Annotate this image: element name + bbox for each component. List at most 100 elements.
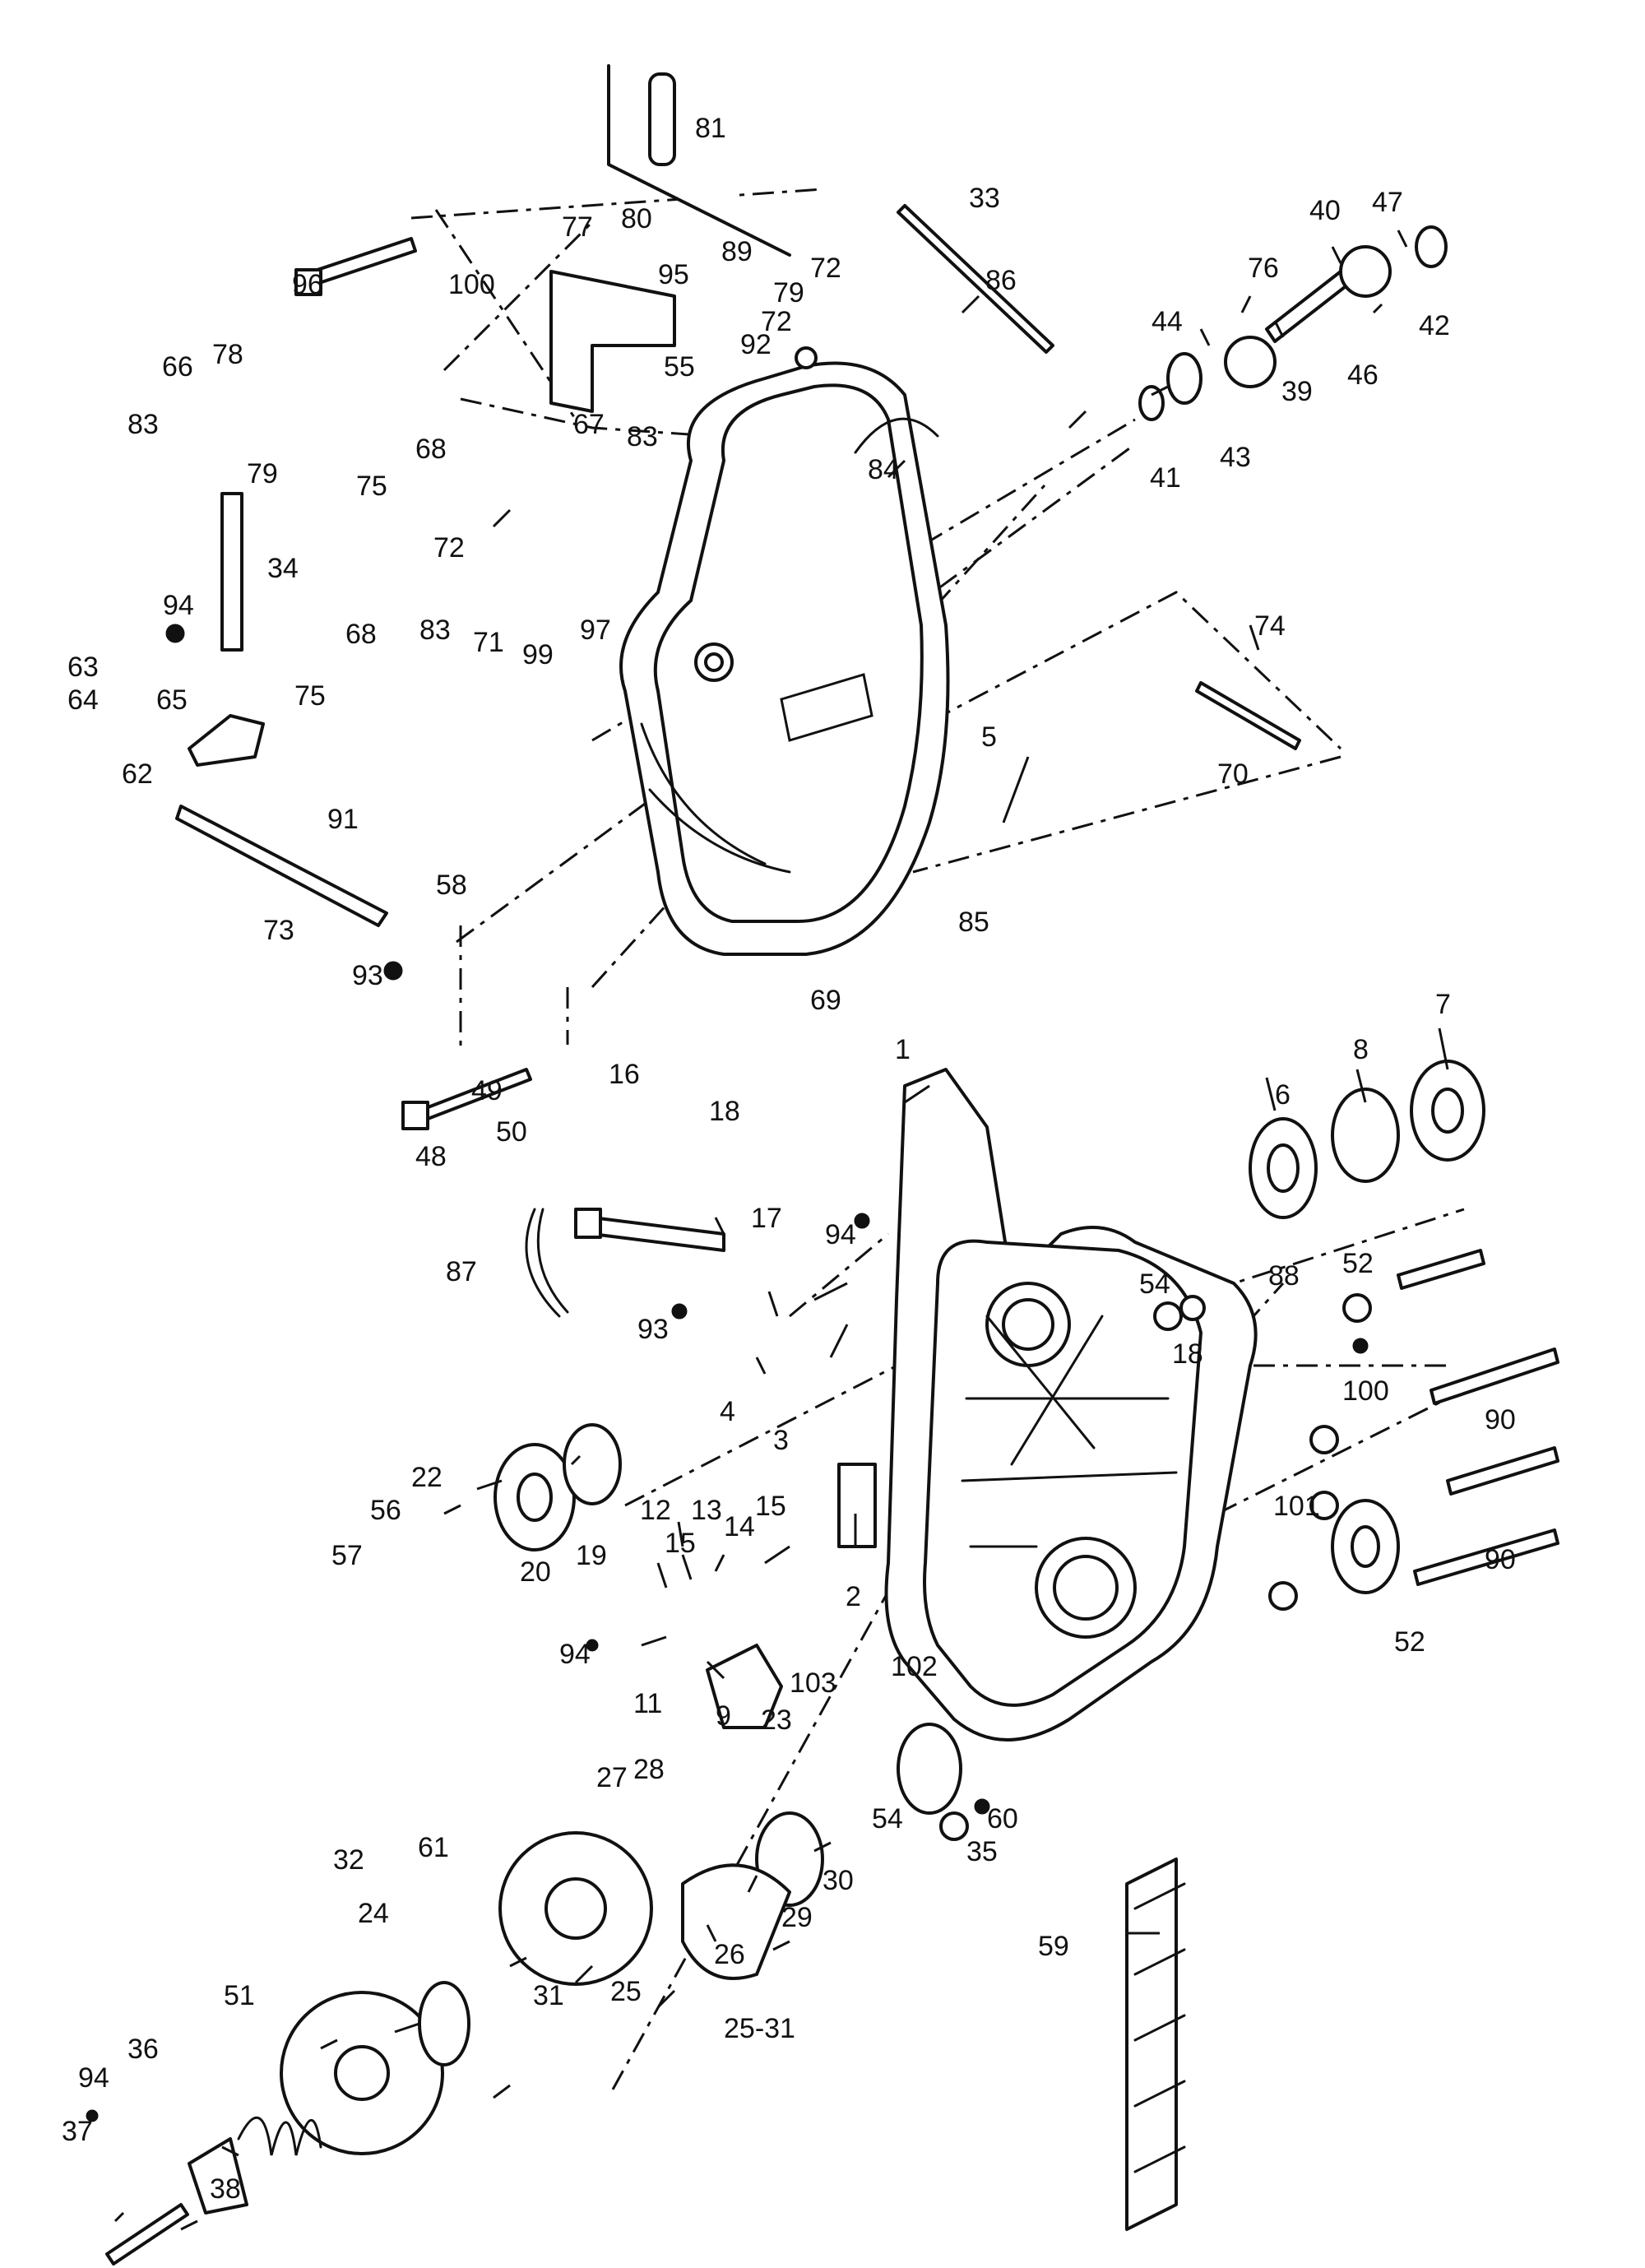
label-18a: 18 bbox=[709, 1096, 740, 1127]
label-100b: 100 bbox=[1342, 1375, 1389, 1407]
label-83c: 83 bbox=[419, 615, 451, 646]
drop-icon bbox=[383, 961, 403, 981]
label-18b: 18 bbox=[1172, 1338, 1203, 1370]
label-72b: 72 bbox=[761, 306, 792, 337]
label-83a: 83 bbox=[127, 409, 159, 440]
label-80: 80 bbox=[621, 203, 652, 234]
drop-icon bbox=[974, 1798, 990, 1815]
label-101: 101 bbox=[1273, 1491, 1320, 1522]
label-11: 11 bbox=[633, 1688, 662, 1719]
label-9: 9 bbox=[716, 1700, 731, 1732]
label-79b: 79 bbox=[247, 458, 278, 489]
label-52a: 52 bbox=[1342, 1248, 1374, 1279]
label-8: 8 bbox=[1353, 1034, 1369, 1065]
label-84: 84 bbox=[868, 454, 899, 485]
label-94c: 94 bbox=[559, 1639, 591, 1670]
label-28: 28 bbox=[633, 1754, 665, 1785]
label-20: 20 bbox=[520, 1556, 551, 1588]
label-37: 37 bbox=[62, 2116, 93, 2147]
label-38: 38 bbox=[210, 2173, 241, 2205]
label-15a: 15 bbox=[755, 1491, 786, 1522]
label-3: 3 bbox=[773, 1425, 789, 1456]
label-6: 6 bbox=[1275, 1079, 1291, 1111]
label-22: 22 bbox=[411, 1462, 443, 1493]
label-26: 26 bbox=[714, 1939, 745, 1970]
label-40: 40 bbox=[1309, 195, 1341, 226]
label-85: 85 bbox=[958, 907, 989, 938]
label-55: 55 bbox=[664, 351, 695, 383]
label-16: 16 bbox=[609, 1059, 640, 1090]
label-27: 27 bbox=[596, 1762, 628, 1793]
label-68a: 68 bbox=[415, 434, 447, 465]
label-64: 64 bbox=[67, 684, 99, 716]
label-25: 25 bbox=[610, 1976, 642, 2007]
label-93a: 93 bbox=[352, 960, 383, 991]
label-56: 56 bbox=[370, 1495, 401, 1526]
label-49: 49 bbox=[471, 1075, 503, 1106]
label-39: 39 bbox=[1281, 376, 1313, 407]
label-63: 63 bbox=[67, 652, 99, 683]
label-100a: 100 bbox=[448, 269, 495, 300]
label-94d: 94 bbox=[78, 2062, 109, 2094]
label-61: 61 bbox=[418, 1832, 449, 1863]
drop-icon bbox=[1352, 1338, 1369, 1354]
label-54b: 54 bbox=[872, 1803, 903, 1834]
label-73: 73 bbox=[263, 915, 294, 946]
callout-labels: 81 80 33 86 72 77 89 95 79 96 100 72 92 … bbox=[62, 113, 1516, 2205]
label-29: 29 bbox=[781, 1902, 813, 1933]
label-90a: 90 bbox=[1485, 1404, 1516, 1435]
label-67: 67 bbox=[573, 409, 605, 440]
label-14: 14 bbox=[724, 1511, 755, 1542]
label-57: 57 bbox=[331, 1540, 363, 1571]
label-65: 65 bbox=[156, 684, 188, 716]
drop-icon bbox=[586, 1639, 599, 1652]
drop-icon bbox=[854, 1213, 870, 1229]
label-30: 30 bbox=[822, 1865, 854, 1896]
label-58: 58 bbox=[436, 870, 467, 901]
label-5: 5 bbox=[981, 721, 997, 753]
label-23: 23 bbox=[761, 1704, 792, 1736]
label-42: 42 bbox=[1419, 310, 1450, 341]
label-72c: 72 bbox=[433, 532, 465, 564]
label-96: 96 bbox=[292, 269, 323, 300]
label-79a: 79 bbox=[773, 277, 804, 308]
drop-icon bbox=[86, 2109, 99, 2122]
label-7: 7 bbox=[1435, 989, 1451, 1020]
label-66: 66 bbox=[162, 351, 193, 383]
label-15b: 15 bbox=[665, 1528, 696, 1559]
label-2: 2 bbox=[846, 1581, 861, 1612]
label-41: 41 bbox=[1150, 462, 1181, 494]
label-93b: 93 bbox=[637, 1314, 669, 1345]
label-50: 50 bbox=[496, 1116, 527, 1148]
label-52b: 52 bbox=[1394, 1626, 1425, 1658]
leader-lines bbox=[114, 230, 1449, 2231]
label-35: 35 bbox=[966, 1836, 998, 1867]
label-74: 74 bbox=[1254, 610, 1286, 642]
label-83b: 83 bbox=[627, 421, 658, 452]
label-94a: 94 bbox=[163, 590, 194, 621]
label-17: 17 bbox=[751, 1203, 782, 1234]
label-60: 60 bbox=[987, 1803, 1018, 1834]
label-88: 88 bbox=[1268, 1260, 1300, 1292]
label-77: 77 bbox=[562, 211, 593, 243]
label-69: 69 bbox=[810, 985, 841, 1016]
label-46: 46 bbox=[1347, 359, 1379, 391]
chaincase-cover bbox=[619, 361, 950, 956]
label-54a: 54 bbox=[1139, 1269, 1170, 1300]
label-51: 51 bbox=[224, 1980, 255, 2011]
label-72a: 72 bbox=[810, 253, 841, 284]
label-86: 86 bbox=[985, 265, 1017, 296]
label-43: 43 bbox=[1220, 442, 1251, 473]
label-71: 71 bbox=[473, 627, 504, 658]
label-97: 97 bbox=[580, 615, 611, 646]
label-81: 81 bbox=[695, 113, 726, 144]
drop-markers bbox=[86, 624, 1369, 2122]
label-103: 103 bbox=[790, 1667, 836, 1699]
label-44: 44 bbox=[1152, 306, 1183, 337]
label-32: 32 bbox=[333, 1844, 364, 1876]
label-89: 89 bbox=[721, 236, 753, 267]
label-76: 76 bbox=[1248, 253, 1279, 284]
parts bbox=[105, 64, 1559, 2266]
label-34: 34 bbox=[267, 553, 299, 584]
